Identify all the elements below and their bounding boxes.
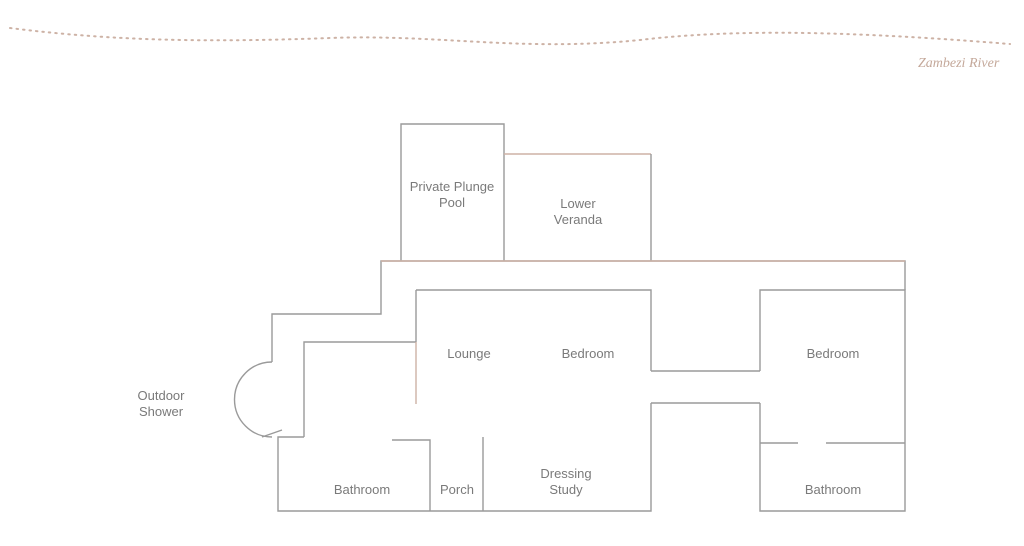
river-line [9, 27, 1011, 46]
room-label-private-plunge-pool: Private Plunge Pool [410, 179, 495, 211]
room-label-bathroom-east: Bathroom [804, 482, 862, 497]
main-suite-walls [416, 289, 652, 371]
dressing-study-label-text: Dressing Study [540, 466, 592, 497]
room-label-outdoor-shower: Outdoor Shower [138, 388, 185, 420]
bathroom-west-wall [392, 439, 431, 511]
inner-deck-line [303, 341, 416, 437]
room-label-bedroom-east: Bedroom [806, 346, 860, 361]
room-label-bedroom-main: Bedroom [561, 346, 615, 361]
pool-label-line1: Private Plunge Pool [409, 179, 495, 210]
east-suite-walls [759, 289, 906, 512]
room-label-porch: Porch [440, 482, 474, 497]
room-label-dressing-study: Dressing Study [540, 466, 591, 498]
room-label-lower-veranda: Lower Veranda [554, 196, 602, 228]
corridor-walls [651, 370, 760, 404]
shower-wall [233, 361, 273, 438]
main-suite-lower-wall [277, 403, 652, 512]
shower-label-text: Outdoor Shower [137, 388, 185, 419]
shower-accent [261, 429, 283, 438]
deck-outline [271, 260, 906, 362]
room-label-bathroom-west: Bathroom [333, 482, 391, 497]
river-label: Zambezi River [918, 56, 1000, 71]
pool-walls [400, 123, 505, 261]
veranda-label-text: Lower Veranda [553, 196, 603, 227]
room-label-lounge: Lounge [447, 346, 491, 361]
